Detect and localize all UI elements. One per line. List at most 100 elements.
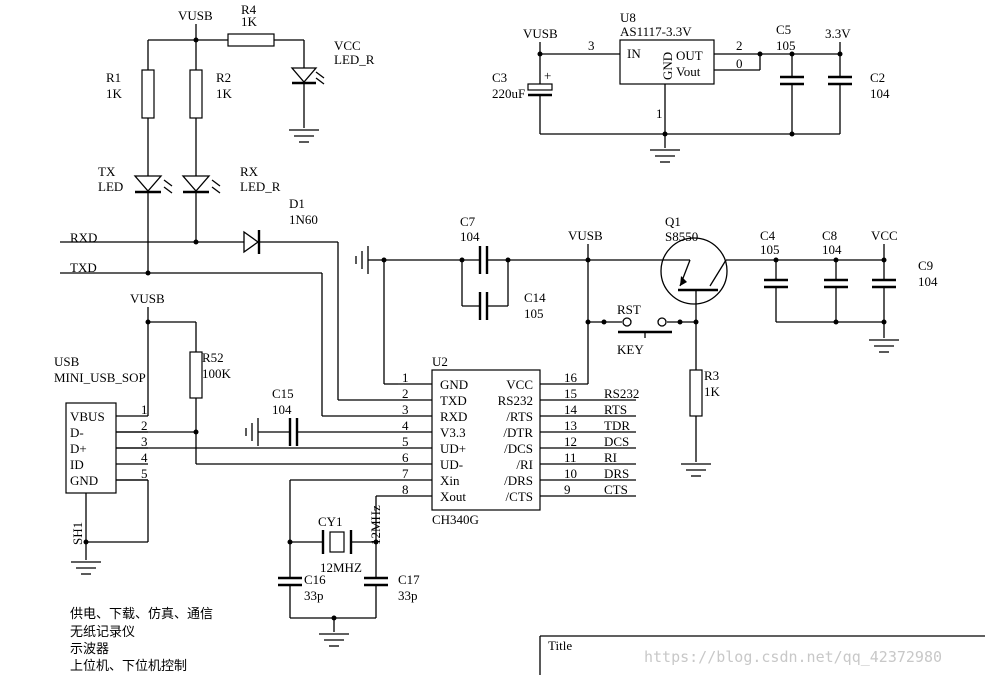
- u2-pin-number: 7: [402, 466, 409, 481]
- u2-pin-name: RS232: [498, 393, 533, 408]
- r2-resistor: [189, 69, 203, 119]
- vusb-label-usb: VUSB: [130, 291, 165, 306]
- u2-pin-name: /DCS: [504, 441, 533, 456]
- c3-value: 220uF: [492, 86, 525, 101]
- u8-out-label: OUT: [676, 48, 703, 63]
- r1-resistor: [141, 69, 155, 119]
- r2-ref: R2: [216, 70, 231, 85]
- usb-value: MINI_USB_SOP: [54, 370, 146, 385]
- d1-value: 1N60: [289, 212, 318, 227]
- u2-pin-name: /DTR: [503, 425, 533, 440]
- u8-gnd-pin: 1: [656, 106, 663, 121]
- led-rx-icon: [181, 175, 211, 192]
- led-vcc-icon: [290, 67, 318, 83]
- crystal-cy1-icon: [329, 531, 345, 553]
- usb-ref: USB: [54, 354, 80, 369]
- u2-net-label: RI: [604, 450, 617, 465]
- u2-pin-name: Xin: [440, 473, 460, 488]
- tx-label: TX: [98, 164, 116, 179]
- u2-pin-name: RXD: [440, 409, 467, 424]
- usb-pin-name: D+: [70, 441, 87, 456]
- rxd-net-label: RXD: [70, 230, 97, 245]
- usb-pin-name: D-: [70, 425, 84, 440]
- usb-pin-name: VBUS: [70, 409, 105, 424]
- u2-pin-number: 8: [402, 482, 409, 497]
- usb-pin-name: ID: [70, 457, 84, 472]
- u2-pin-number: 3: [402, 402, 409, 417]
- title-block: Title https://blog.csdn.net/qq_42372980: [539, 635, 985, 675]
- u2-net-label: DCS: [604, 434, 629, 449]
- c17-ref: C17: [398, 572, 420, 587]
- rst-label: RST: [617, 302, 641, 317]
- u8-pin2: 2: [736, 38, 743, 53]
- u2-pin-number: 16: [564, 370, 578, 385]
- u2-pin-name: Xout: [440, 489, 466, 504]
- u2-pin-number: 15: [564, 386, 577, 401]
- c7-value: 104: [460, 229, 480, 244]
- u2-pin-name: VCC: [506, 377, 533, 392]
- u2-ref: U2: [432, 354, 448, 369]
- u2-pin-name: /CTS: [506, 489, 533, 504]
- u2-pin-number: 14: [564, 402, 578, 417]
- vusb-label-reg: VUSB: [523, 26, 558, 41]
- u2-net-label: DRS: [604, 466, 629, 481]
- u8-value: AS1117-3.3V: [620, 24, 692, 39]
- u2-pin-name: V3.3: [440, 425, 466, 440]
- c9-value: 104: [918, 274, 938, 289]
- c8-value: 104: [822, 242, 842, 257]
- usb-pin-number: 4: [141, 450, 148, 465]
- rxd-txd-nets: RXD TXD D1 1N60: [60, 196, 398, 417]
- u2-pin-name: /RI: [516, 457, 533, 472]
- c2-ref: C2: [870, 70, 885, 85]
- usb-pin-number: 3: [141, 434, 148, 449]
- transistor-q1-icon: [660, 237, 728, 305]
- u2-ch340g-chip: [431, 369, 541, 511]
- vusb-label-mid: VUSB: [568, 228, 603, 243]
- c2-value: 104: [870, 86, 890, 101]
- u2-net-label: CTS: [604, 482, 628, 497]
- r4-resistor: [227, 33, 275, 47]
- u2-pin-name: /DRS: [504, 473, 533, 488]
- c14-ref: C14: [524, 290, 546, 305]
- u2-net-label: RS232: [604, 386, 639, 401]
- u2-pin-number: 6: [402, 450, 409, 465]
- usb-pin-number: 5: [141, 466, 148, 481]
- c17-value: 33p: [398, 588, 418, 603]
- r1-value: 1K: [106, 86, 123, 101]
- watermark: https://blog.csdn.net/qq_42372980: [644, 648, 942, 666]
- u8-vout-label: Vout: [676, 64, 701, 79]
- u8-gnd-label: GND: [660, 52, 675, 80]
- regulator-section: VUSB 3 U8 AS1117-3.3V IN OUT Vout GND 2 …: [492, 10, 890, 163]
- r4-ref: R4: [241, 2, 257, 17]
- tx-led-type: LED: [98, 179, 123, 194]
- u2-pin-name: UD-: [440, 457, 463, 472]
- u8-regulator: [619, 39, 715, 85]
- r4-value: 1K: [241, 14, 258, 29]
- c15-value: 104: [272, 402, 292, 417]
- ground-icon: [71, 561, 101, 575]
- vcc-led-label: VCC: [334, 38, 361, 53]
- c14-value: 105: [524, 306, 544, 321]
- u8-ref: U8: [620, 10, 636, 25]
- transistor-arrow-icon: [680, 276, 687, 286]
- c8-ref: C8: [822, 228, 837, 243]
- v33-label: 3.3V: [825, 26, 851, 41]
- note-line: 上位机、下位机控制: [70, 659, 187, 674]
- cy1-ref: CY1: [318, 514, 343, 529]
- c3-ref: C3: [492, 70, 507, 85]
- ground-icon: [355, 246, 369, 274]
- r2-value: 1K: [216, 86, 233, 101]
- ground-icon: [650, 149, 680, 163]
- u2-pin-name: GND: [440, 377, 468, 392]
- ground-icon: [245, 418, 259, 446]
- u8-in-label: IN: [627, 46, 641, 61]
- u2-pin-number: 9: [564, 482, 571, 497]
- u2-pin-name: TXD: [440, 393, 467, 408]
- rx-led-type: LED_R: [240, 179, 281, 194]
- u2-pin-name: /RTS: [506, 409, 533, 424]
